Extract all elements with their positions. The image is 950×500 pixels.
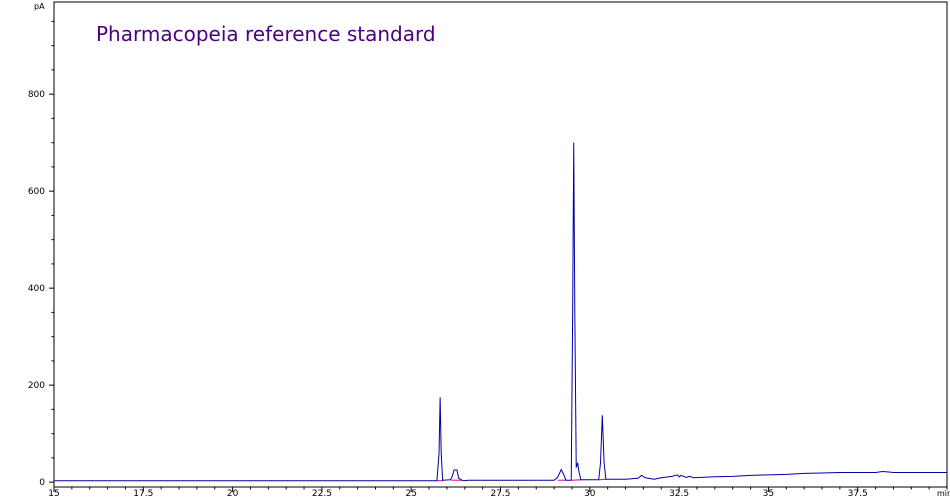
x-axis: 15 17.5 20 22.5 25 27.5 30 32.5 35 37.5: [48, 487, 948, 499]
x-tick-label: 25: [405, 489, 416, 499]
x-tick-label: 22.5: [312, 489, 332, 499]
integration-baselines: [436, 478, 607, 482]
y-tick-label: 600: [28, 187, 45, 197]
x-tick-label: 15: [48, 489, 59, 499]
x-tick-label: 37.5: [848, 489, 868, 499]
x-tick-label: 30: [584, 489, 596, 499]
chromatogram-trace: [54, 142, 947, 482]
trace-layer: [54, 142, 947, 482]
x-unit-label: min: [937, 489, 950, 498]
x-tick-label: 32.5: [669, 489, 689, 499]
plot-frame: [53, 1, 948, 488]
y-unit-label: pA: [34, 2, 45, 11]
x-tick-label: 35: [763, 489, 774, 499]
x-tick-label: 20: [227, 489, 239, 499]
x-tick-label: 17.5: [133, 489, 153, 499]
y-tick-label: 0: [39, 478, 45, 488]
y-tick-label: 400: [28, 284, 45, 294]
y-axis: 0 200 400 600 800: [28, 20, 54, 488]
y-tick-label: 200: [28, 381, 45, 391]
y-tick-label: 800: [28, 90, 45, 100]
chart-title: Pharmacopeia reference standard: [96, 22, 436, 46]
x-tick-label: 27.5: [490, 489, 510, 499]
